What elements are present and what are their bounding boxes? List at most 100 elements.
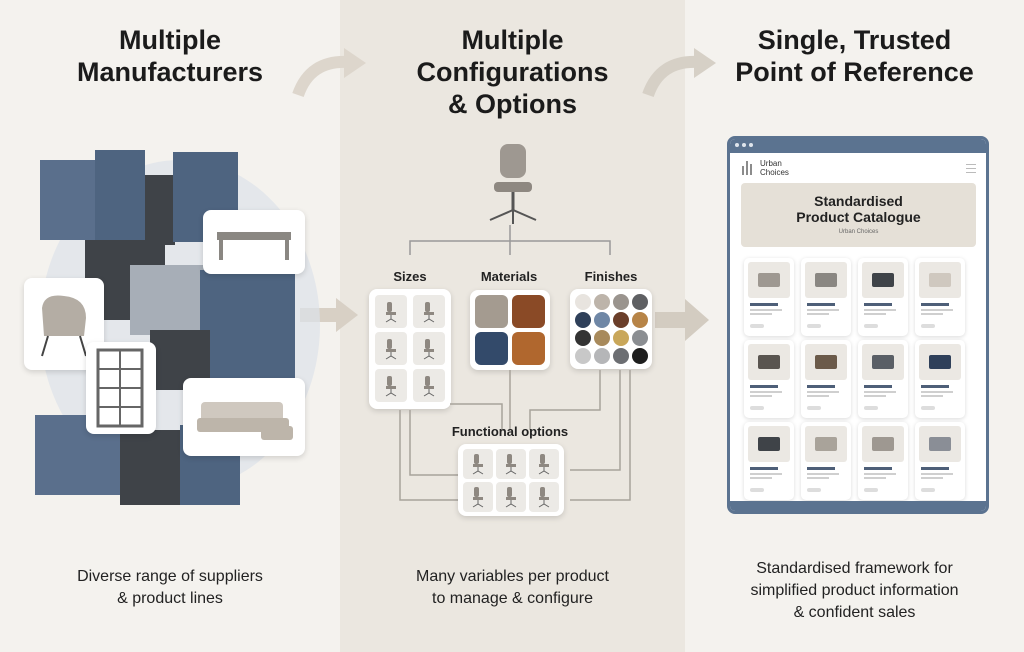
flow-lines bbox=[399, 370, 631, 501]
product-price-tag bbox=[807, 406, 821, 410]
window-dot bbox=[749, 143, 753, 147]
caption-line: to manage & configure bbox=[432, 590, 593, 607]
functional-option-icon bbox=[496, 482, 526, 512]
title-line: Standardised bbox=[814, 193, 903, 209]
desk-icon bbox=[217, 232, 291, 260]
finish-swatch bbox=[575, 294, 591, 310]
material-swatch bbox=[512, 332, 545, 365]
furniture-icon bbox=[758, 273, 780, 287]
product-desc-line bbox=[807, 313, 829, 315]
product-image bbox=[805, 262, 847, 298]
product-desc-line bbox=[921, 473, 953, 475]
product-name-line bbox=[807, 303, 835, 306]
product-price-tag bbox=[750, 488, 764, 492]
product-card[interactable] bbox=[915, 422, 965, 500]
product-desc-line bbox=[807, 395, 829, 397]
product-desc-line bbox=[864, 391, 896, 393]
shelf-card bbox=[86, 342, 156, 434]
product-price-tag bbox=[921, 324, 935, 328]
caption-line: Many variables per product bbox=[416, 568, 609, 585]
furniture-icon bbox=[929, 273, 951, 287]
functional-option-icon bbox=[463, 449, 493, 479]
product-card[interactable] bbox=[915, 340, 965, 418]
building bbox=[95, 150, 145, 245]
functional-option-icon bbox=[463, 482, 493, 512]
finish-swatch bbox=[575, 348, 591, 364]
product-card[interactable] bbox=[744, 422, 794, 500]
material-swatch bbox=[475, 295, 508, 328]
title-line: Manufacturers bbox=[76, 57, 264, 87]
desk-card bbox=[203, 210, 305, 274]
hamburger-menu-icon[interactable] bbox=[966, 164, 976, 173]
finish-swatch bbox=[632, 312, 648, 328]
product-image bbox=[748, 262, 790, 298]
connector-lines bbox=[409, 225, 611, 255]
finish-swatch bbox=[613, 294, 629, 310]
material-swatch bbox=[475, 332, 508, 365]
finish-swatch bbox=[594, 348, 610, 364]
product-desc-line bbox=[864, 309, 896, 311]
materials-card bbox=[470, 290, 550, 370]
finish-swatch bbox=[594, 294, 610, 310]
product-price-tag bbox=[807, 324, 821, 328]
product-card[interactable] bbox=[858, 340, 908, 418]
product-card[interactable] bbox=[858, 258, 908, 336]
size-option-chair-icon bbox=[375, 332, 407, 365]
product-card[interactable] bbox=[858, 422, 908, 500]
product-name-line bbox=[864, 467, 892, 470]
size-option-chair-icon bbox=[375, 369, 407, 402]
product-card[interactable] bbox=[801, 258, 851, 336]
functional-option-icon bbox=[529, 449, 559, 479]
product-price-tag bbox=[750, 406, 764, 410]
product-desc-line bbox=[864, 473, 896, 475]
catalogue-subtitle: Urban Choices bbox=[838, 229, 879, 235]
product-image bbox=[748, 344, 790, 380]
arrow-right-icon bbox=[655, 299, 709, 341]
product-card[interactable] bbox=[801, 340, 851, 418]
office-chair-icon bbox=[489, 144, 537, 224]
finishes-label: Finishes bbox=[584, 269, 638, 284]
product-price-tag bbox=[807, 488, 821, 492]
product-name-line bbox=[750, 385, 778, 388]
product-name-line bbox=[750, 303, 778, 306]
product-card[interactable] bbox=[744, 340, 794, 418]
finish-swatch bbox=[613, 312, 629, 328]
product-desc-line bbox=[750, 477, 772, 479]
product-price-tag bbox=[921, 488, 935, 492]
building bbox=[40, 160, 100, 240]
functional-options-card bbox=[458, 444, 564, 516]
product-name-line bbox=[807, 385, 835, 388]
material-swatch bbox=[512, 295, 545, 328]
furniture-icon bbox=[929, 355, 951, 369]
furniture-icon bbox=[815, 273, 837, 287]
product-card[interactable] bbox=[915, 258, 965, 336]
finish-swatch bbox=[632, 330, 648, 346]
product-card[interactable] bbox=[801, 422, 851, 500]
sofa-card bbox=[183, 378, 305, 456]
product-desc-line bbox=[864, 477, 886, 479]
product-desc-line bbox=[807, 477, 829, 479]
product-price-tag bbox=[750, 324, 764, 328]
product-image bbox=[919, 344, 961, 380]
product-name-line bbox=[864, 303, 892, 306]
sizes-card bbox=[369, 289, 451, 409]
product-desc-line bbox=[921, 313, 943, 315]
size-option-chair-icon bbox=[375, 295, 407, 328]
functional-options-label: Functional options bbox=[451, 424, 569, 439]
finish-swatch bbox=[575, 312, 591, 328]
caption-line: & confident sales bbox=[793, 604, 916, 621]
product-name-line bbox=[807, 467, 835, 470]
sizes-label: Sizes bbox=[393, 269, 427, 284]
product-desc-line bbox=[750, 473, 782, 475]
product-desc-line bbox=[807, 473, 839, 475]
furniture-icon bbox=[758, 437, 780, 451]
armchair-card bbox=[24, 278, 104, 370]
window-dot bbox=[735, 143, 739, 147]
materials-label: Materials bbox=[480, 269, 538, 284]
product-image bbox=[862, 344, 904, 380]
product-card[interactable] bbox=[744, 258, 794, 336]
